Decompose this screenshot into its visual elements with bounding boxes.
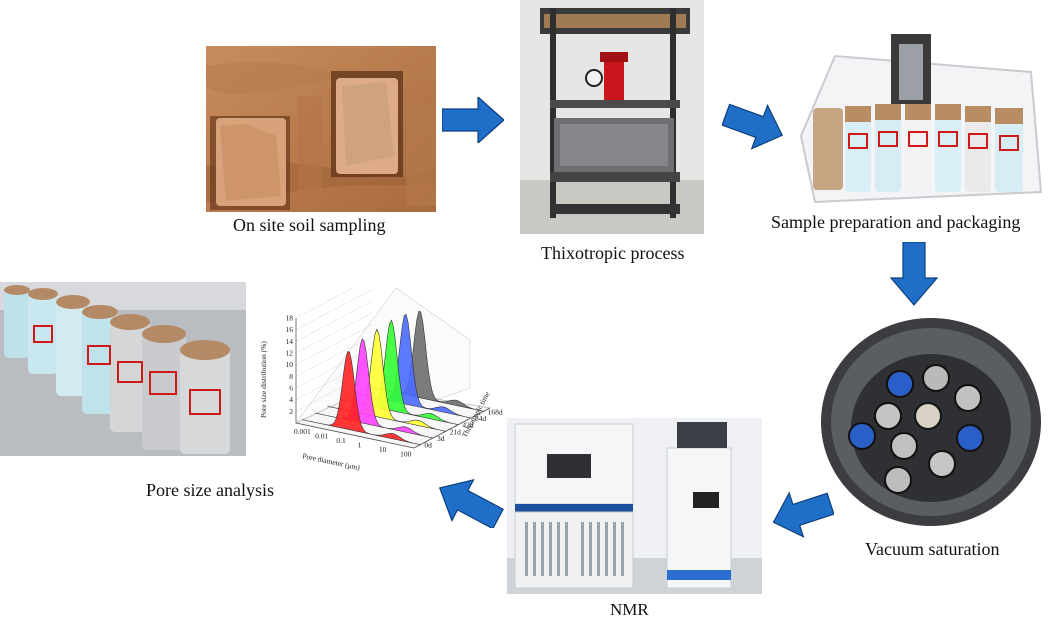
z-tick-label: 3d [437,434,445,443]
arrow-down-right-icon [722,103,784,150]
sample-tubes [813,104,1023,192]
wrapped-samples-illustration [0,282,246,456]
x-tick-label: 100 [400,449,412,458]
pore-samples-photo [0,282,246,456]
x-tick-label: 0.01 [315,431,328,440]
arrow-up-left-icon [438,478,504,528]
z-tick-label: 168d [488,407,503,416]
grid-line [295,336,373,377]
grid-line [295,288,354,319]
grid-line [295,312,373,354]
y-tick-label: 6 [289,384,293,393]
step-label-preparation: Sample preparation and packaging [771,212,1021,232]
grid-line [295,289,373,330]
step-label-pore: Pore size analysis [146,480,274,500]
step-label-sampling: On site soil sampling [233,215,386,235]
hydraulic-press-illustration [520,0,704,234]
soil-wall-illustration [206,46,436,212]
nmr-equipment-photo [507,418,762,594]
sample-discs [848,364,984,494]
y-axis-label: Pore size distribution (%) [259,341,268,418]
x-tick-label: 1 [358,440,362,449]
arrow-left-icon [772,491,834,538]
x-axis-label: Pore diameter (μm) [302,451,362,472]
z-tick-label: 0d [424,441,432,450]
step-label-nmr: NMR [610,600,649,619]
z-tick-label: 42d [462,421,474,430]
nmr-machine-illustration [507,418,762,594]
z-tick-label: 84d [475,414,487,423]
vacuum-saturation-photo [818,312,1044,528]
x-tick-label: 10 [379,445,387,454]
pore-size-3d-chart: 2 4 6 8 10 12 14 16 18 0.001 0.01 0.1 1 10 100 0d 3d 21d4… [259,288,503,472]
sample-preparation-photo [795,16,1043,206]
z-tick-label: 21d [450,427,462,436]
series-ridge-0d [301,351,421,446]
thixotropic-press-photo [520,0,704,234]
y-tick-label: 4 [289,395,293,404]
soil-sampling-photo [206,46,436,212]
arrow-right-icon [442,97,504,143]
series-ridge-3d [314,338,434,439]
step-label-thixotropic: Thixotropic process [541,243,685,263]
grid-line [295,301,373,342]
sample-tray-illustration [795,16,1043,206]
y-tick-label: 8 [289,372,293,381]
x-tick-label: 0.001 [294,427,311,436]
x-axis-line [295,422,415,449]
y-tick-label: 18 [286,314,294,323]
y-tick-label: 16 [286,325,294,334]
y-tick-label: 12 [286,349,294,358]
vacuum-chamber-illustration [818,312,1044,528]
y-tick-label: 14 [286,337,294,346]
z-axis-line [413,407,491,449]
x-tick-label: 0.1 [336,436,346,445]
arrow-down-icon [890,242,938,306]
grid-line [295,324,373,365]
step-label-vacuum: Vacuum saturation [865,539,1000,559]
y-tick-label: 2 [289,407,293,416]
y-tick-label: 10 [286,360,294,369]
